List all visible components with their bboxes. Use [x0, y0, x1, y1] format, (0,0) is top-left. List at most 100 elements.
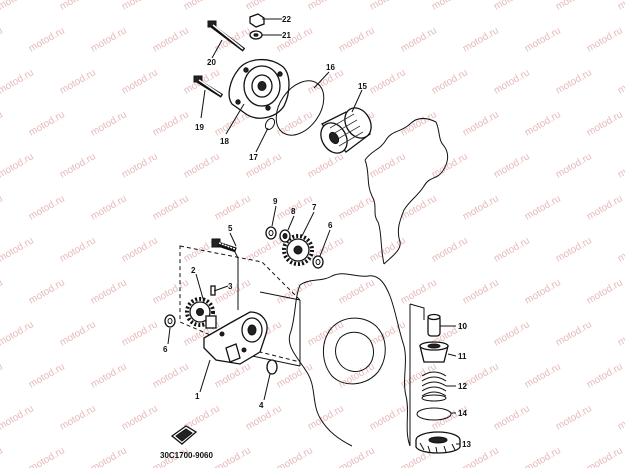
watermark-text: motod.ru — [27, 25, 67, 54]
watermark-text: motod.ru — [337, 277, 377, 306]
watermark-text: motod.ru — [58, 403, 98, 432]
watermark-text: motod.ru — [27, 445, 67, 468]
watermark-text: motod.ru — [554, 235, 594, 264]
watermark-text: motod.ru — [430, 235, 470, 264]
callout-19: 19 — [195, 123, 204, 132]
bolt-20 — [207, 20, 246, 52]
watermark-text: motod.ru — [0, 0, 36, 13]
watermark-text: motod.ru — [0, 193, 5, 222]
watermark-text: motod.ru — [523, 445, 563, 468]
callout-12: 12 — [458, 382, 467, 391]
cap-11 — [419, 341, 449, 363]
watermark-text: motod.ru — [554, 151, 594, 180]
watermark-text: motod.ru — [461, 109, 501, 138]
watermark-text: motod.ru — [306, 403, 346, 432]
watermark-text: motod.ru — [306, 151, 346, 180]
callout-11: 11 — [458, 352, 467, 361]
gear-7 — [282, 234, 314, 266]
watermark-text: motod.ru — [554, 67, 594, 96]
watermark-text: motod.ru — [616, 0, 625, 13]
watermark-text: motod.ru — [368, 319, 408, 348]
watermark-text: motod.ru — [585, 361, 625, 390]
watermark-text: motod.ru — [523, 109, 563, 138]
callout-15: 15 — [358, 82, 367, 91]
watermark-text: motod.ru — [58, 67, 98, 96]
callout-20: 20 — [207, 58, 216, 67]
watermark-text: motod.ru — [616, 67, 625, 96]
watermark-text: motod.ru — [523, 25, 563, 54]
watermark-text: motod.ru — [120, 67, 160, 96]
watermark-text: motod.ru — [275, 109, 315, 138]
watermark-text: motod.ru — [523, 277, 563, 306]
watermark-text: motod.ru — [554, 0, 594, 13]
watermark-text: motod.ru — [0, 319, 36, 348]
spring-12 — [421, 371, 447, 402]
nut-22 — [249, 13, 265, 28]
watermark-text: motod.ru — [89, 193, 129, 222]
watermark-text: motod.ru — [430, 67, 470, 96]
oil-filter-cover-18 — [228, 59, 290, 119]
watermark-text: motod.ru — [461, 25, 501, 54]
callout-labels: 20 19 18 17 16 15 22 21 9 8 7 6 5 2 3 6 … — [163, 15, 471, 449]
watermark-text: motod.ru — [585, 109, 625, 138]
watermark-text: motod.ru — [89, 109, 129, 138]
watermark-text: motod.ru — [275, 25, 315, 54]
plunger-10 — [427, 313, 441, 337]
callout-22: 22 — [282, 15, 291, 24]
watermark-text: motod.ru — [337, 193, 377, 222]
washer-6-lower — [164, 314, 176, 328]
watermark-text: motod.ru — [120, 403, 160, 432]
watermark-text: motod.ru — [616, 319, 625, 348]
o-ring-14 — [416, 407, 452, 421]
washer-21 — [249, 30, 263, 40]
watermark-text: motod.ru — [58, 319, 98, 348]
watermark-text: motod.ru — [306, 319, 346, 348]
watermark-text: motod.ru — [151, 277, 191, 306]
callout-8: 8 — [291, 207, 296, 216]
bolt-19 — [193, 75, 224, 98]
watermark-text: motod.ru — [306, 0, 346, 13]
watermark-text: motod.ru — [0, 235, 36, 264]
watermark-text: motod.ru — [616, 235, 625, 264]
callout-16: 16 — [326, 63, 335, 72]
callout-1: 1 — [195, 392, 200, 401]
watermark-text: motod.ru — [461, 277, 501, 306]
watermark-text: motod.ru — [430, 0, 470, 13]
watermark-text: motod.ru — [151, 193, 191, 222]
watermark-text: motod.ru — [523, 361, 563, 390]
watermark-text: motod.ru — [182, 151, 222, 180]
watermark-text: motod.ru — [430, 151, 470, 180]
watermark-text: motod.ru — [27, 361, 67, 390]
callout-5: 5 — [228, 224, 233, 233]
washer-9 — [265, 226, 277, 240]
watermark-text: motod.ru — [27, 109, 67, 138]
watermark-text: motod.ru — [275, 445, 315, 468]
crankcase-bearing-boss — [323, 317, 386, 385]
oil-filter-element-15 — [320, 107, 372, 154]
watermark-text: motod.ru — [554, 403, 594, 432]
o-ring-16 — [275, 80, 325, 136]
watermark-text: motod.ru — [0, 151, 36, 180]
watermark-text: motod.ru — [89, 361, 129, 390]
watermark-text: motod.ru — [213, 361, 253, 390]
watermark-text: motod.ru — [492, 67, 532, 96]
watermark-text: motod.ru — [0, 445, 5, 468]
callout-2: 2 — [191, 266, 196, 275]
watermark-text: motod.ru — [554, 319, 594, 348]
watermark-text: motod.ru — [492, 403, 532, 432]
watermark-text: motod.ru — [58, 151, 98, 180]
callout-17: 17 — [249, 153, 258, 162]
watermark-text: motod.ru — [213, 277, 253, 306]
watermark-text: motod.ru — [585, 193, 625, 222]
bolt-5 — [211, 238, 237, 253]
watermark-text: motod.ru — [616, 403, 625, 432]
watermark-text: motod.ru — [0, 109, 5, 138]
watermark-text: motod.ru — [58, 235, 98, 264]
callout-13: 13 — [462, 440, 471, 449]
watermark-text: motod.ru — [120, 0, 160, 13]
watermark-text: motod.ru — [89, 277, 129, 306]
watermark-text: motod.ru — [0, 25, 5, 54]
callout-14: 14 — [458, 409, 467, 418]
watermark-text: motod.ru — [213, 193, 253, 222]
